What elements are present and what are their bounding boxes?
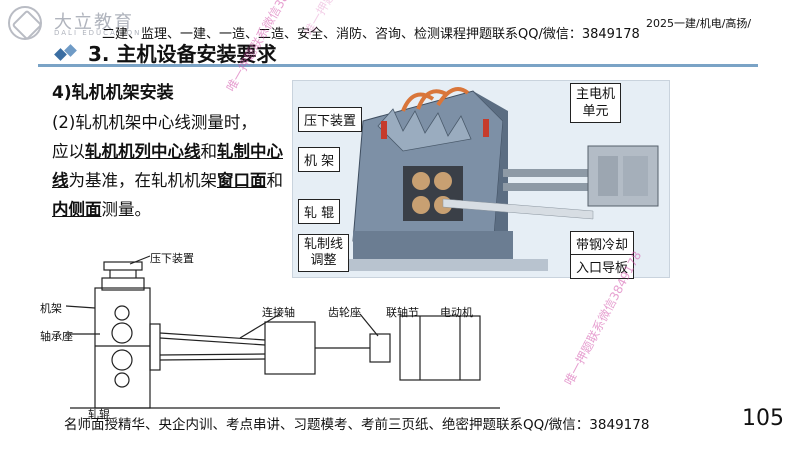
callout-frame: 机 架 bbox=[298, 147, 341, 172]
callout-roll: 轧 辊 bbox=[298, 199, 341, 224]
header-promo-line: 二建、监理、一建、一造、二造、安全、消防、咨询、检测课程押题联系QQ/微信：38… bbox=[102, 27, 640, 42]
rolling-mill-drawing bbox=[293, 81, 669, 277]
mill-technical-drawing: 压下装置 机架 轴承座 轧辊 连接轴 齿轮座 联轴节 电动机 bbox=[40, 248, 510, 421]
brand-logo: 大立教育 DALI EDUCATION bbox=[8, 6, 158, 40]
drawing-label-frame: 机架 bbox=[40, 302, 62, 315]
drawing-label-connecting-shaft: 连接轴 bbox=[262, 306, 295, 319]
para-emphasis: 轧机机列中心线 bbox=[85, 142, 201, 161]
callout-rolling-line-adjust-l1: 轧制线 bbox=[304, 237, 344, 252]
logo-mark-icon bbox=[8, 6, 42, 40]
subheading: 4)轧机机架安装 bbox=[52, 83, 174, 103]
drawing-label-bearing-seat: 轴承座 bbox=[40, 330, 73, 343]
brand-name-en: DALI EDUCATION bbox=[54, 29, 142, 37]
para-emphasis: 轧制中心线 bbox=[52, 142, 283, 190]
callout-strip-cooling: 带钢冷却 bbox=[570, 231, 635, 256]
para-text: (2)轧机机架中心线测量时， bbox=[52, 113, 257, 132]
title-diamond-icon bbox=[54, 44, 82, 66]
callout-rolling-line-adjust: 轧制线 调整 bbox=[298, 234, 350, 272]
para-text: 应以 bbox=[52, 142, 85, 161]
para-text: 测量。 bbox=[101, 200, 152, 219]
mill-line-drawing bbox=[65, 255, 500, 409]
para-text: 为基准，在轧机机架 bbox=[68, 171, 218, 190]
para-emphasis: 窗口面 bbox=[217, 171, 267, 190]
title-divider bbox=[38, 64, 758, 67]
callout-main-motor: 主电机 单元 bbox=[570, 83, 622, 123]
drawing-label-coupling: 联轴节 bbox=[386, 306, 419, 319]
course-tag: 2025一建/机电/高扬/ bbox=[646, 17, 752, 30]
drawing-label-roll: 轧辊 bbox=[88, 408, 110, 421]
drawing-label-gear-seat: 齿轮座 bbox=[328, 306, 361, 319]
para-emphasis: 内侧面 bbox=[52, 200, 102, 219]
brand-name-cn: 大立教育 bbox=[54, 12, 134, 33]
page-number: 105 bbox=[742, 406, 784, 431]
callout-main-motor-l2: 单元 bbox=[582, 104, 609, 119]
para-text: 和 bbox=[200, 142, 218, 161]
callout-entry-guide: 入口导板 bbox=[570, 254, 635, 279]
callout-press-device: 压下装置 bbox=[298, 107, 363, 132]
drawing-label-press-device: 压下装置 bbox=[150, 252, 194, 265]
footer-promo-line: 名师面授精华、央企内训、考点串讲、习题模考、考前三页纸、绝密押题联系QQ/微信：… bbox=[64, 417, 650, 433]
para-text: 和 bbox=[266, 171, 284, 190]
section-title: 3. 主机设备安装要求 bbox=[88, 42, 277, 66]
drawing-label-motor: 电动机 bbox=[440, 306, 473, 319]
callout-main-motor-l1: 主电机 bbox=[576, 87, 616, 102]
body-paragraph: (2)轧机机架中心线测量时， 应以轧机机列中心线和轧制中心线为基准，在轧机机架窗… bbox=[52, 108, 290, 224]
callout-rolling-line-adjust-l2: 调整 bbox=[310, 253, 337, 268]
